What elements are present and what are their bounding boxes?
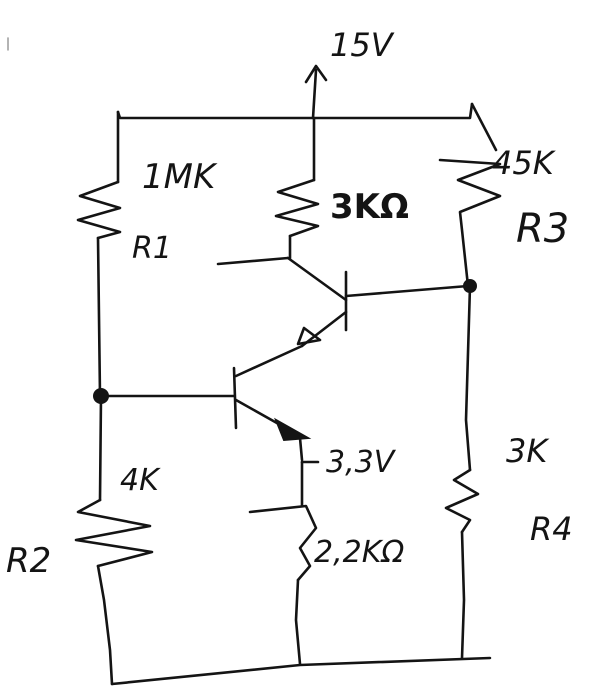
q2-emitter-arrow: [296, 326, 322, 346]
q2-emitter-line: [300, 310, 348, 348]
r3-resistor: [438, 158, 502, 288]
rc-value-label: 3KΩ: [330, 187, 409, 227]
r2-value-label: 4K: [120, 463, 161, 498]
collector-lead: [216, 256, 290, 266]
r1-value-label: 1MK: [142, 157, 218, 197]
supply-arrow-head: [304, 64, 328, 84]
top-rail-wire: [116, 102, 474, 120]
r1-resistor: [76, 180, 122, 240]
re-resistor: [248, 504, 318, 582]
r2-top-wire: [98, 394, 103, 502]
q1-emitter-arrow: [274, 417, 312, 442]
q1-emitter-wire: [298, 436, 304, 462]
r1-bottom-wire: [96, 236, 102, 398]
r3-value-label: 45K: [492, 144, 557, 182]
r3-top-wire: [470, 102, 498, 152]
re-bottom-wire: [294, 578, 302, 666]
r4-name-label: R4: [530, 510, 573, 548]
r4-bottom-wire: [460, 530, 466, 660]
q2-collector-line: [286, 256, 348, 302]
q1-collector-line: [234, 344, 304, 378]
r4-top-wire: [464, 284, 472, 472]
q1-base-bar: [232, 366, 238, 430]
rc-resistor: [274, 178, 320, 238]
emitter-voltage-label: 3,3V: [326, 445, 397, 480]
re-value-label: 2,2KΩ: [314, 535, 404, 570]
r2-bottom-wire: [96, 564, 114, 686]
r3-name-label: R3: [516, 206, 569, 252]
r1-name-label: R1: [132, 231, 172, 266]
supply-arrow-line: [311, 68, 318, 120]
r4-resistor: [444, 468, 480, 534]
supply-voltage-label: 15V: [330, 26, 395, 64]
q2-base-wire: [344, 284, 470, 298]
r4-value-label: 3K: [506, 432, 550, 470]
r2-name-label: R2: [6, 541, 51, 581]
r2-resistor: [74, 498, 154, 568]
